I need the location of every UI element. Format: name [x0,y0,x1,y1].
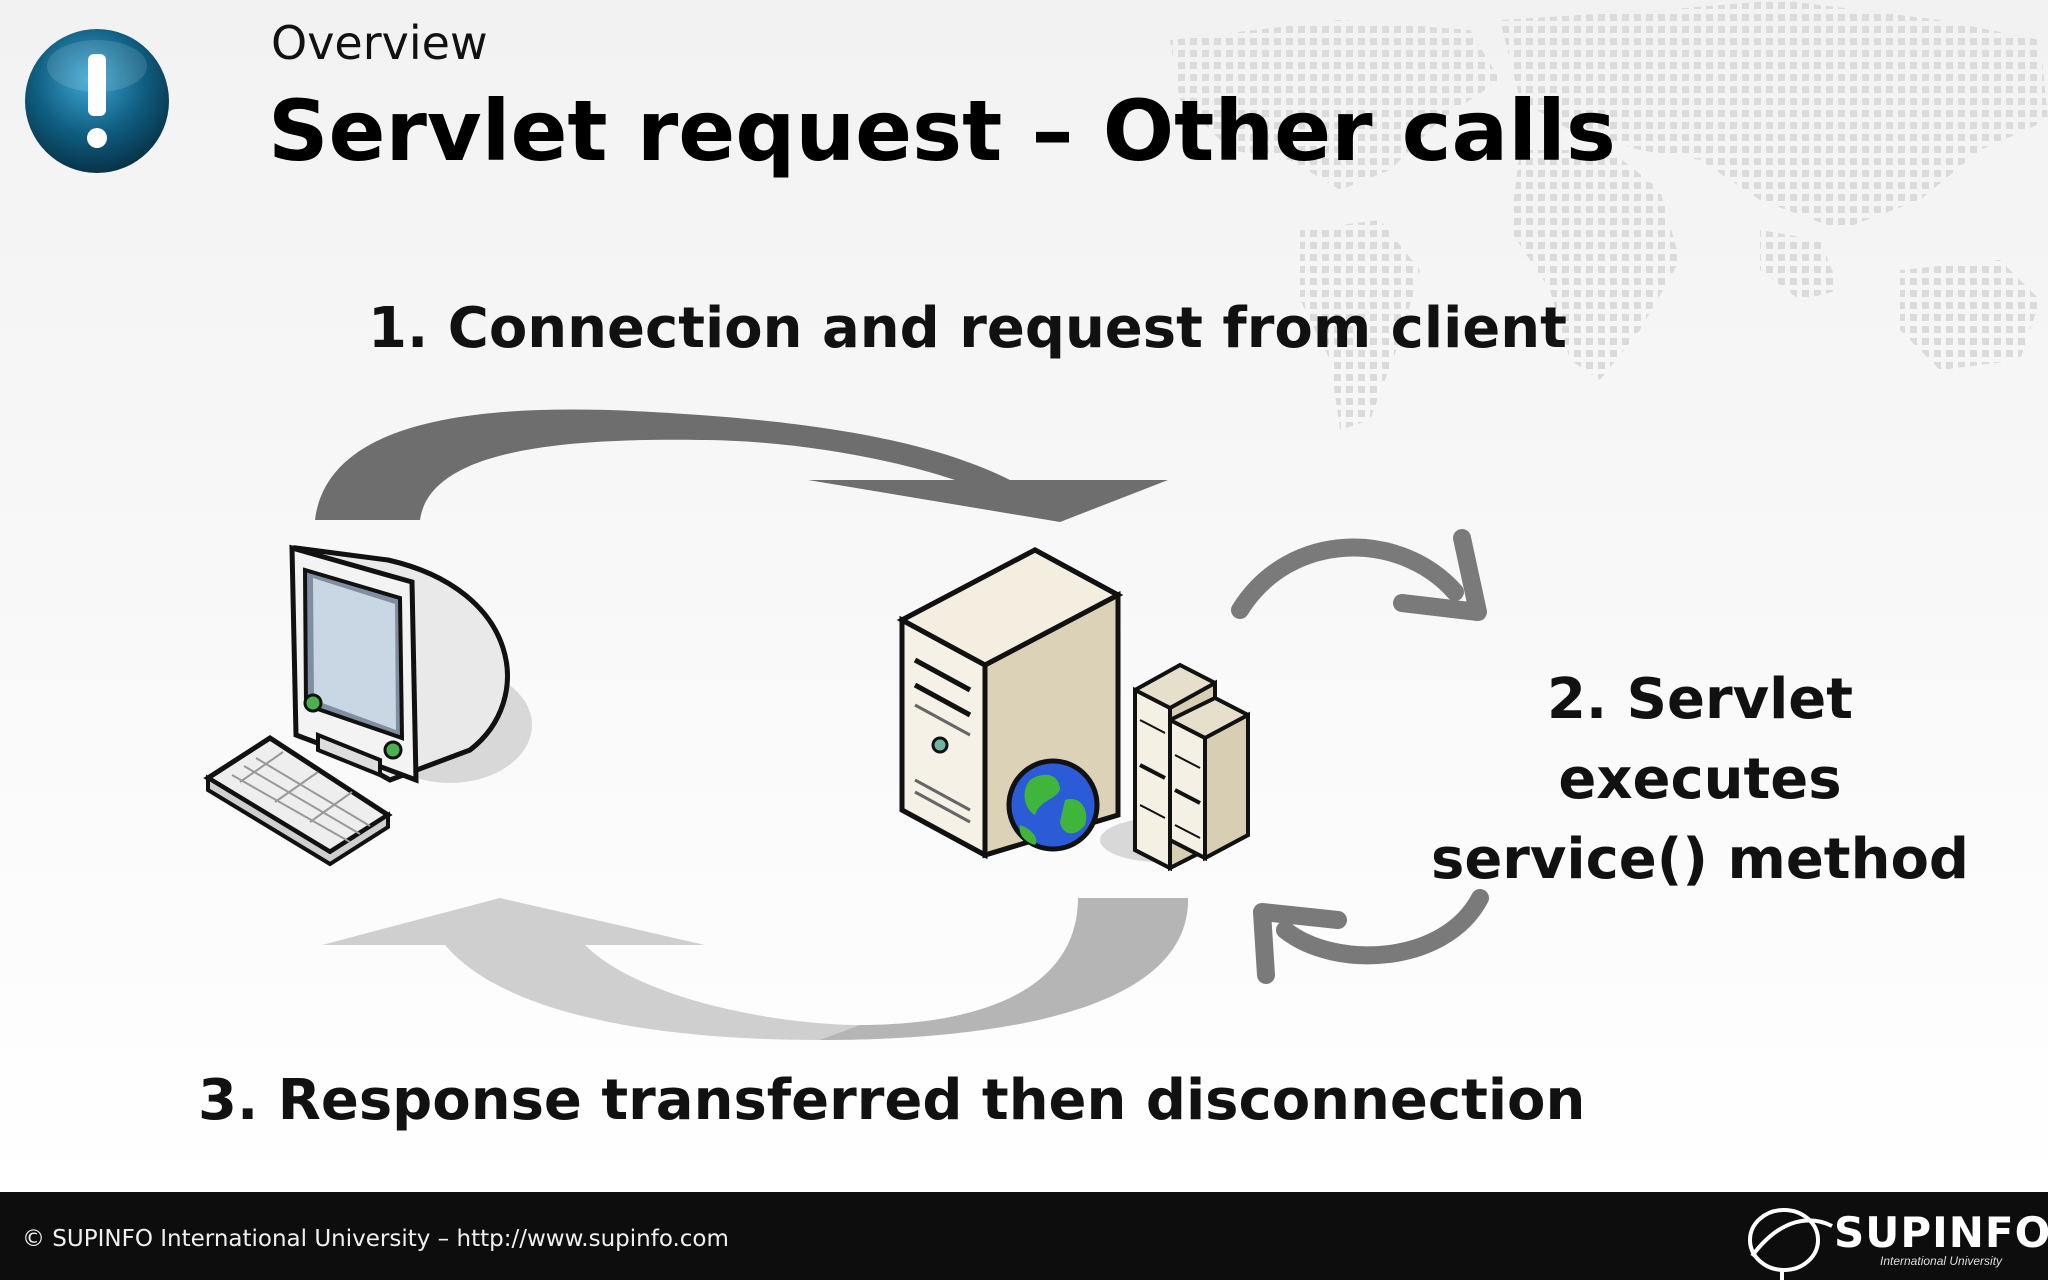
footer-copyright: © SUPINFO International University – htt… [22,1226,729,1252]
slide: Overview Servlet request – Other calls [0,0,2048,1192]
rack-servers-icon [1133,662,1250,872]
supinfo-logo-icon [1748,1208,1833,1280]
computer-icon [203,544,532,867]
response-arrow [322,898,1189,1040]
response-arrow-dark-part [820,898,1189,1040]
step-2-line-2: service() method [1430,827,1969,892]
section-label: Overview [271,16,488,70]
request-cycle-diagram [203,409,1489,1040]
step-2-line-1: 2. Servlet executes [1546,667,1854,812]
footer-bar [0,1192,2048,1280]
world-map-icon [1170,0,2048,430]
execute-arrow-bottom [1276,889,1489,965]
execute-arrow-top [1231,538,1464,619]
page-title: Servlet request – Other calls [268,82,1616,180]
step-1-label: 1. Connection and request from client [368,296,1567,361]
step-3-label: 3. Response transferred then disconnecti… [198,1068,1586,1133]
brand-name: SUPINFO [1834,1208,2048,1257]
step-2-label: 2. Servlet executes service() method [1400,660,2000,900]
brand-subtitle: International University [1880,1254,2003,1268]
globe-icon [1006,758,1100,852]
exclamation-icon [25,29,169,173]
request-arrow [315,409,1168,522]
